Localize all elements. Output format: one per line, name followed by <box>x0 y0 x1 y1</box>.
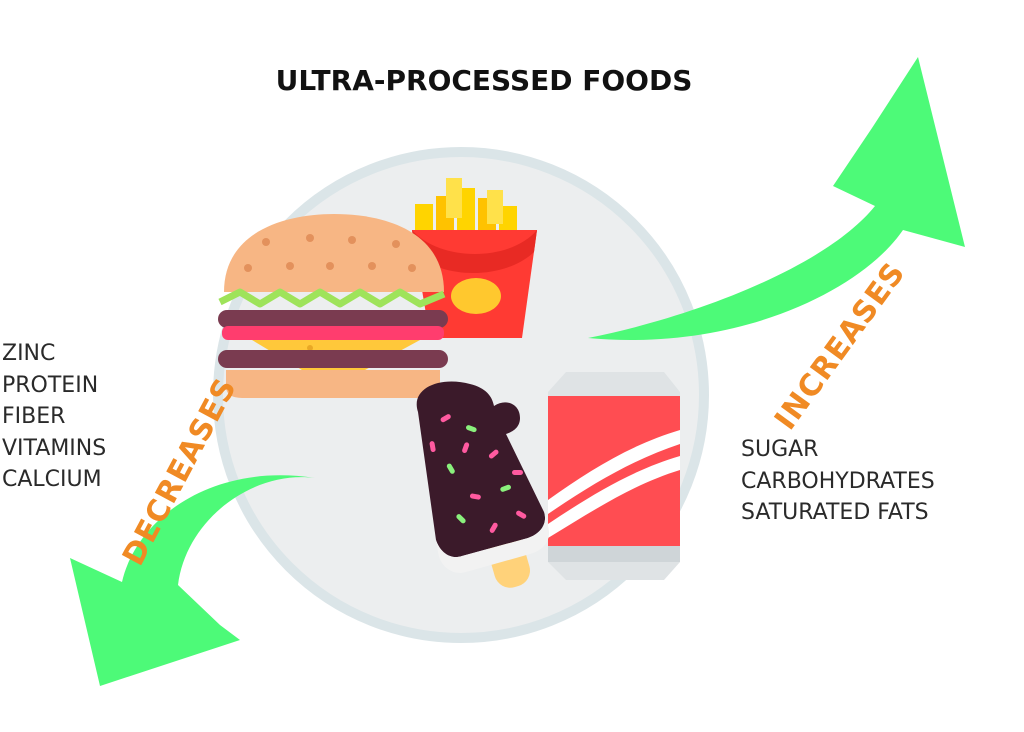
list-item: FIBER <box>2 404 66 429</box>
list-item: CALCIUM <box>2 467 102 492</box>
page-title: ULTRA-PROCESSED FOODS <box>275 64 693 97</box>
increases-list: SUGAR CARBOHYDRATES SATURATED FATS <box>741 434 935 529</box>
list-item: SUGAR <box>741 437 819 462</box>
list-item: CARBOHYDRATES <box>741 468 935 494</box>
decreases-arrow <box>70 475 315 686</box>
list-item: SATURATED FATS <box>741 500 929 525</box>
decreases-list: ZINC PROTEIN FIBER VITAMINS CALCIUM <box>2 338 106 496</box>
list-item: ZINC <box>2 341 56 366</box>
burger-icon <box>218 214 448 398</box>
list-item: VITAMINS <box>2 435 107 461</box>
soda-can-icon <box>548 372 680 580</box>
increases-arrow <box>588 57 965 340</box>
ice-cream-bar-icon <box>416 381 550 588</box>
list-item: PROTEIN <box>2 372 99 398</box>
